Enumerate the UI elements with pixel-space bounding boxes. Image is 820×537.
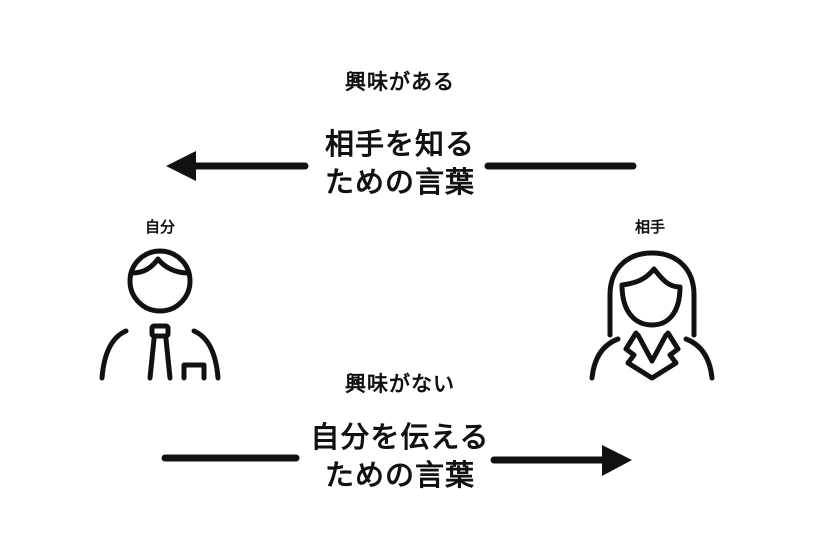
man-with-tie-icon xyxy=(99,248,221,381)
bottom-message: 自分を伝える ための言葉 xyxy=(280,418,520,494)
top-condition-label: 興味がある xyxy=(345,70,455,94)
left-arrowhead-icon xyxy=(166,151,196,181)
top-message-line2: ための言葉 xyxy=(324,165,475,199)
bottom-message-line1: 自分を伝える xyxy=(310,420,490,454)
right-person-label: 相手 xyxy=(634,218,665,236)
right-arrowhead-icon xyxy=(602,445,632,476)
bottom-message-line2: ための言葉 xyxy=(324,458,475,492)
top-message: 相手を知る ための言葉 xyxy=(290,125,510,201)
woman-with-jacket-icon xyxy=(589,250,715,381)
top-message-line1: 相手を知る xyxy=(324,127,475,161)
left-person-label: 自分 xyxy=(144,218,175,236)
bottom-condition-label: 興味がない xyxy=(345,372,455,396)
